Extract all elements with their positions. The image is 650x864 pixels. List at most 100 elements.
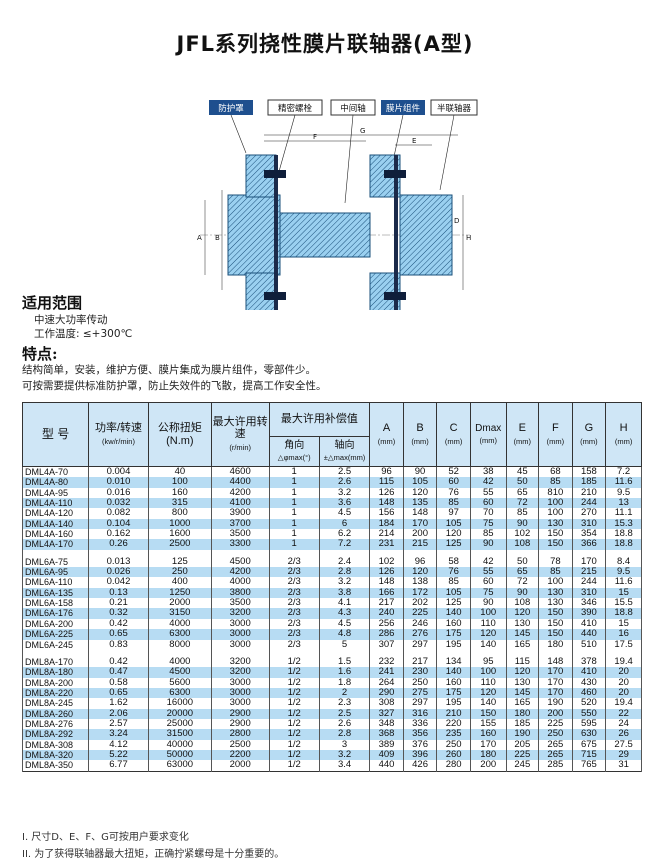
value-cell: 3.6 (318, 498, 371, 509)
value-cell: 354 (571, 529, 607, 540)
value-cell: 19.4 (605, 698, 642, 709)
value-cell: 2/3 (268, 618, 320, 630)
value-cell: 130 (538, 598, 573, 609)
value-cell: 55 (469, 567, 507, 578)
value-cell: 308 (369, 698, 404, 709)
value-cell: 430 (571, 677, 607, 688)
svg-text:G: G (360, 127, 365, 135)
value-cell: 130 (538, 587, 573, 599)
applicable-line-2: 工作温度: ≤+300℃ (34, 328, 133, 340)
value-cell: 316 (402, 708, 438, 719)
value-cell: 2/3 (268, 639, 320, 650)
value-cell: 7.2 (605, 466, 642, 478)
model-cell: DML6A-158 (21, 598, 90, 609)
value-cell: 126 (369, 487, 404, 499)
value-cell: 265 (538, 749, 573, 761)
value-cell: 225 (402, 608, 438, 619)
value-cell: 1/2 (268, 656, 320, 668)
model-cell: DML4A-120 (21, 508, 90, 519)
value-cell: 108 (505, 598, 540, 609)
value-cell: 105 (436, 518, 471, 530)
value-cell: 165 (505, 639, 540, 650)
value-cell: 205 (505, 739, 540, 750)
value-cell: 800 (147, 508, 212, 519)
value-cell: 0.032 (88, 498, 149, 509)
value-cell: 20 (605, 677, 642, 688)
model-cell: DML4A-110 (21, 498, 90, 509)
value-cell: 270 (571, 508, 607, 519)
value-cell: 214 (369, 529, 404, 540)
value-cell: 0.016 (88, 487, 149, 499)
value-cell: 510 (571, 639, 607, 650)
value-cell: 148 (402, 508, 438, 519)
value-cell: 29 (605, 749, 642, 761)
value-cell: 1/2 (268, 760, 320, 772)
value-cell: 85 (469, 529, 507, 540)
value-cell: 85 (505, 508, 540, 519)
callout-shaft: 中间轴 (330, 99, 376, 116)
value-cell: 38 (469, 466, 507, 478)
value-cell: 2.5 (318, 466, 371, 478)
value-cell: 2000 (147, 598, 212, 609)
value-cell: 120 (469, 687, 507, 699)
value-cell: 0.104 (88, 518, 149, 530)
value-cell: 195 (436, 639, 471, 650)
value-cell: 102 (369, 556, 404, 568)
callout-bolt-label: 精密螺栓 (278, 103, 313, 114)
value-cell: 195 (436, 698, 471, 709)
value-cell: 135 (402, 498, 438, 509)
value-cell: 170 (538, 667, 573, 678)
value-cell: 150 (538, 539, 573, 550)
value-cell: 150 (469, 708, 507, 719)
value-cell: 18.8 (605, 539, 642, 550)
callout-guard: 防护罩 (209, 100, 253, 115)
value-cell: 148 (369, 498, 404, 509)
value-cell: 2/3 (268, 608, 320, 619)
value-cell: 115 (369, 477, 404, 488)
value-cell: 378 (571, 656, 607, 668)
value-cell: 11.1 (605, 508, 642, 519)
value-cell: 426 (402, 760, 438, 772)
value-cell: 1 (268, 539, 320, 550)
value-cell: 2/3 (268, 556, 320, 568)
value-cell: 810 (538, 487, 573, 499)
value-cell: 276 (402, 629, 438, 640)
value-cell: 4.3 (318, 608, 371, 619)
value-cell: 0.026 (88, 567, 149, 578)
value-cell: 130 (538, 518, 573, 530)
value-cell: 180 (469, 749, 507, 761)
col-E: E(mm) (505, 402, 540, 467)
value-cell: 310 (571, 587, 607, 599)
value-cell: 105 (402, 477, 438, 488)
value-cell: 172 (402, 587, 438, 599)
value-cell: 150 (538, 618, 573, 630)
value-cell: 0.162 (88, 529, 149, 540)
value-cell: 166 (369, 587, 404, 599)
value-cell: 110 (469, 677, 507, 688)
value-cell: 180 (538, 639, 573, 650)
col-C: C(mm) (436, 402, 471, 467)
value-cell: 275 (402, 687, 438, 699)
value-cell: 115 (505, 656, 540, 668)
value-cell: 90 (469, 598, 507, 609)
value-cell: 22 (605, 708, 642, 719)
value-cell: 2.8 (318, 729, 371, 740)
value-cell: 550 (571, 708, 607, 719)
col-Dmax: Dmax(mm) (469, 402, 507, 467)
value-cell: 410 (571, 618, 607, 630)
value-cell: 58 (436, 556, 471, 568)
value-cell: 125 (436, 539, 471, 550)
value-cell: 250 (436, 739, 471, 750)
value-cell: 134 (436, 656, 471, 668)
value-cell: 156 (369, 508, 404, 519)
value-cell: 160 (147, 487, 212, 499)
value-cell: 78 (538, 556, 573, 568)
